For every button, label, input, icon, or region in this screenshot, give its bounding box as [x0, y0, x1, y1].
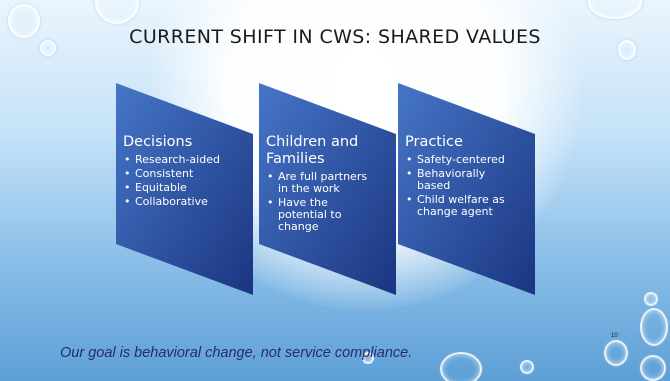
chevron-shape: [259, 83, 396, 295]
chevron-list: •Are full partners in the work •Have the…: [266, 171, 370, 233]
bubble-decoration: [640, 308, 668, 346]
chevron-title: Children and Families: [266, 134, 359, 167]
chevron-list: •Safety-centered •Behaviorally based •Ch…: [405, 154, 509, 218]
slide-title: CURRENT SHIFT IN CWS: SHARED VALUES: [129, 26, 541, 48]
bubble-decoration: [640, 355, 666, 381]
bubble-decoration: [520, 360, 534, 374]
list-item: •Consistent: [124, 167, 194, 180]
bubble-decoration: [644, 292, 658, 306]
chevron-shape: [116, 83, 253, 295]
list-item: •Equitable: [124, 181, 187, 194]
chevron-list: •Research-aided •Consistent •Equitable •…: [123, 154, 227, 208]
chevron-children-and-families: Children and Families •Are full partners…: [259, 83, 396, 295]
list-item: •Child welfare as change agent: [406, 193, 505, 218]
bubble-decoration: [588, 0, 642, 19]
footer-text: Our goal is behavioral change, not servi…: [60, 345, 413, 361]
list-item: •Collaborative: [124, 195, 208, 208]
bubble-decoration: [440, 352, 482, 381]
list-item: •Are full partners in the work: [267, 170, 368, 195]
bubble-decoration: [618, 40, 636, 60]
bubble-decoration: [8, 4, 40, 38]
chevron-title: Practice: [405, 134, 463, 150]
chevron-shape: [398, 83, 535, 295]
list-item: •Behaviorally based: [406, 167, 486, 192]
list-item: •Have the potential to change: [267, 196, 342, 233]
chevron-practice: Practice •Safety-centered •Behaviorally …: [398, 83, 535, 295]
bubble-decoration: [604, 340, 628, 366]
list-item: •Research-aided: [124, 153, 220, 166]
list-item: •Safety-centered: [406, 153, 505, 166]
bubble-decoration: [362, 352, 374, 364]
chevron-title: Decisions: [123, 134, 193, 150]
bubble-decoration: [40, 40, 56, 56]
page-number: 10: [611, 333, 618, 339]
bubble-decoration: [95, 0, 139, 24]
chevron-decisions: Decisions •Research-aided •Consistent •E…: [116, 83, 253, 295]
